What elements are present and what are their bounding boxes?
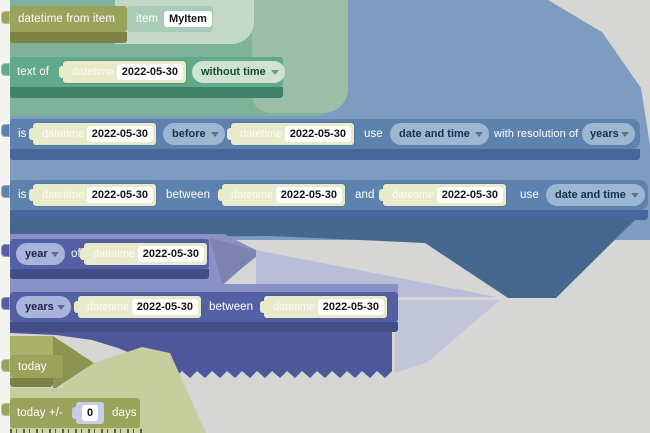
date-field[interactable]: 2022-05-30 bbox=[86, 126, 153, 142]
datetime-shadow-block[interactable]: datetime 2022-05-30 bbox=[227, 123, 354, 145]
block-label: and bbox=[355, 189, 375, 201]
dropdown-value: years bbox=[25, 301, 54, 313]
block-item[interactable]: item MyItem bbox=[127, 6, 213, 32]
block-units-between[interactable]: years datetime 2022-05-30 between dateti… bbox=[10, 292, 398, 322]
connector-tab bbox=[1, 185, 10, 198]
chevron-down-icon bbox=[474, 132, 483, 137]
chevron-down-icon bbox=[620, 132, 629, 137]
block-label: is bbox=[18, 189, 27, 201]
datetime-shadow-block[interactable]: datetime 2022-05-30 bbox=[29, 123, 156, 145]
block-label: with resolution of bbox=[494, 128, 579, 140]
block-label: today +/- bbox=[17, 407, 63, 419]
date-field[interactable]: 2022-05-30 bbox=[86, 187, 153, 203]
datetime-label: datetime bbox=[72, 66, 115, 78]
partial-next-block[interactable] bbox=[10, 429, 142, 433]
dropdown-use[interactable]: date and time bbox=[546, 184, 645, 206]
block-label: today bbox=[18, 360, 47, 373]
block-today[interactable]: today bbox=[10, 355, 63, 378]
item-name-field[interactable]: MyItem bbox=[164, 11, 212, 27]
dropdown-value: date and time bbox=[555, 189, 626, 201]
datetime-label: datetime bbox=[42, 128, 85, 140]
date-field[interactable]: 2022-05-30 bbox=[317, 299, 384, 315]
block-shadow bbox=[10, 322, 398, 332]
block-shadow bbox=[10, 378, 53, 387]
dropdown-value: without time bbox=[201, 66, 266, 78]
datetime-label: datetime bbox=[273, 301, 316, 313]
chevron-down-icon bbox=[630, 193, 639, 198]
block-shadow bbox=[10, 210, 648, 220]
connector-tab bbox=[1, 124, 10, 137]
block-today-offset[interactable]: today +/- 0 days bbox=[10, 398, 140, 428]
chevron-down-icon bbox=[56, 305, 65, 310]
number-shadow-block[interactable]: 0 bbox=[72, 402, 104, 424]
datetime-label: datetime bbox=[392, 189, 435, 201]
datetime-label: datetime bbox=[231, 189, 274, 201]
dropdown-resolution[interactable]: years bbox=[582, 123, 635, 145]
block-label: between bbox=[209, 301, 254, 313]
block-text-of[interactable]: text of datetime 2022-05-30 without time bbox=[10, 57, 285, 87]
datetime-shadow-block[interactable]: datetime 2022-05-30 bbox=[218, 184, 345, 206]
block-label: use bbox=[520, 189, 539, 201]
dropdown-value: year bbox=[25, 248, 48, 260]
datetime-shadow-block[interactable]: datetime 2022-05-30 bbox=[80, 243, 207, 265]
block-is-compare[interactable]: is datetime 2022-05-30 before datetime 2… bbox=[10, 119, 640, 149]
block-unit-of[interactable]: year of datetime 2022-05-30 bbox=[10, 239, 209, 269]
block-shadow bbox=[10, 149, 640, 160]
dropdown-unit[interactable]: years bbox=[16, 296, 71, 318]
block-is-between[interactable]: is datetime 2022-05-30 between datetime … bbox=[10, 180, 648, 210]
block-label: is bbox=[18, 128, 27, 140]
item-label: item bbox=[136, 13, 159, 25]
datetime-shadow-block[interactable]: datetime 2022-05-30 bbox=[74, 296, 201, 318]
block-shadow bbox=[10, 87, 283, 98]
connector-tab bbox=[1, 63, 10, 76]
date-field[interactable]: 2022-05-30 bbox=[436, 187, 503, 203]
dropdown-unit[interactable]: year bbox=[16, 243, 65, 265]
date-field[interactable]: 2022-05-30 bbox=[131, 299, 198, 315]
backdrop-olive-mid bbox=[10, 336, 53, 358]
datetime-label: datetime bbox=[87, 301, 130, 313]
flyout-gutter bbox=[0, 0, 10, 433]
block-label: between bbox=[166, 189, 211, 201]
block-label: days bbox=[112, 407, 137, 419]
chevron-down-icon bbox=[210, 132, 219, 137]
datetime-shadow-block[interactable]: datetime 2022-05-30 bbox=[59, 61, 186, 83]
datetime-shadow-block[interactable]: datetime 2022-05-30 bbox=[260, 296, 387, 318]
connector-tab bbox=[1, 11, 10, 24]
datetime-label: datetime bbox=[42, 189, 85, 201]
connector-tab bbox=[1, 403, 10, 416]
block-label: text of bbox=[17, 66, 50, 78]
date-field[interactable]: 2022-05-30 bbox=[137, 246, 204, 262]
dropdown-use[interactable]: date and time bbox=[390, 123, 489, 145]
block-label: datetime from item bbox=[18, 13, 116, 25]
block-shadow bbox=[10, 32, 127, 43]
datetime-shadow-block[interactable]: datetime 2022-05-30 bbox=[29, 184, 156, 206]
datetime-label: datetime bbox=[93, 248, 136, 260]
connector-tab bbox=[1, 297, 10, 310]
chevron-down-icon bbox=[50, 252, 59, 257]
dropdown-value: years bbox=[590, 128, 619, 140]
block-datetime-from-item[interactable]: datetime from item bbox=[10, 6, 127, 32]
date-field[interactable]: 2022-05-30 bbox=[116, 64, 183, 80]
connector-tab bbox=[1, 359, 10, 372]
connector-tab bbox=[1, 244, 10, 257]
dropdown-value: before bbox=[172, 128, 206, 140]
date-field[interactable]: 2022-05-30 bbox=[275, 187, 342, 203]
dropdown-format[interactable]: without time bbox=[192, 61, 285, 83]
dropdown-value: date and time bbox=[399, 128, 470, 140]
block-shadow bbox=[10, 269, 209, 279]
date-field[interactable]: 2022-05-30 bbox=[284, 126, 351, 142]
datetime-shadow-block[interactable]: datetime 2022-05-30 bbox=[379, 184, 506, 206]
datetime-label: datetime bbox=[240, 128, 283, 140]
block-label: use bbox=[364, 128, 383, 140]
block-label: of bbox=[71, 248, 81, 260]
number-field[interactable]: 0 bbox=[82, 405, 98, 421]
chevron-down-icon bbox=[270, 70, 279, 75]
dropdown-operator[interactable]: before bbox=[163, 123, 225, 145]
